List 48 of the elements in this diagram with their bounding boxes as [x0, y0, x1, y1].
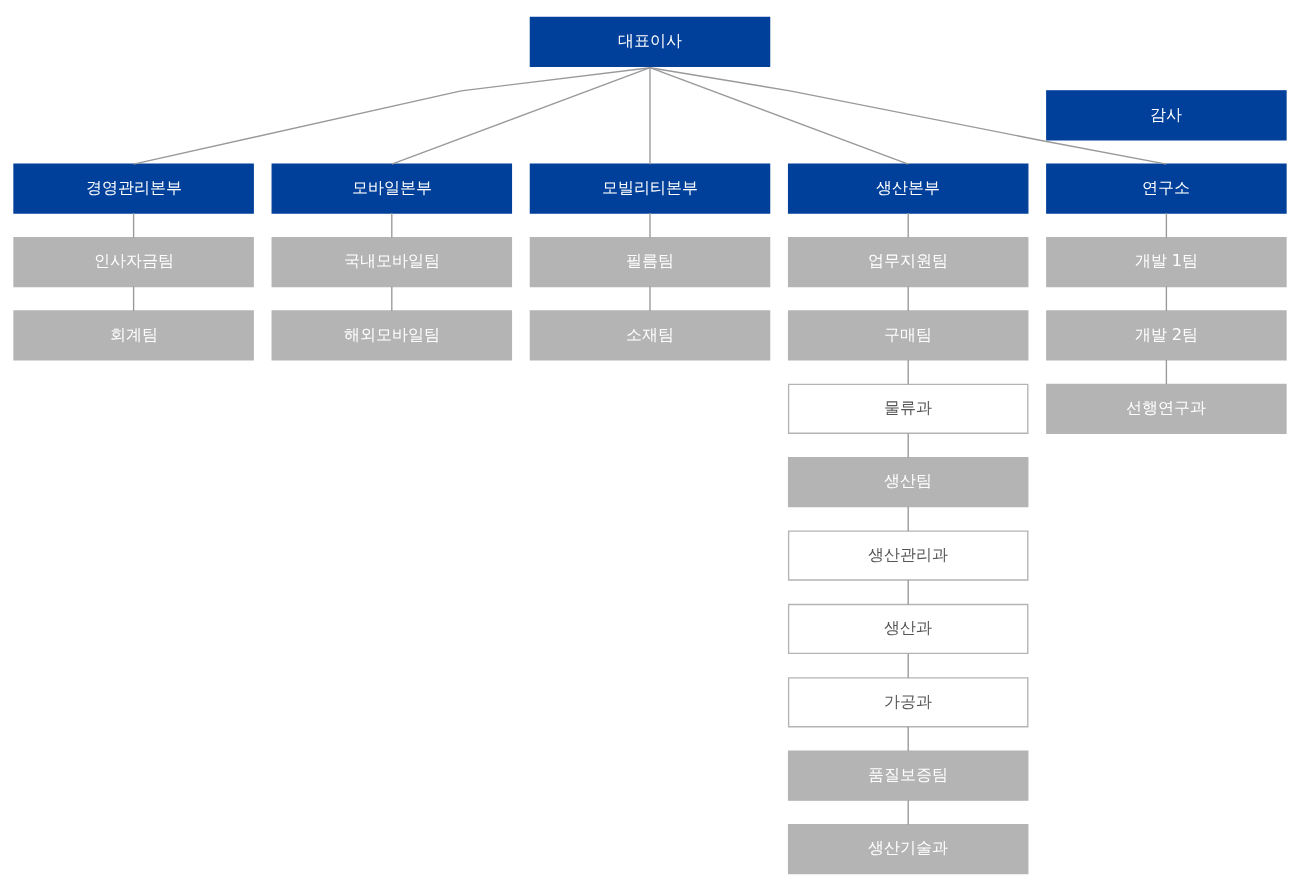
connector [132, 66, 651, 165]
node-box: 생산기술과 [787, 823, 1029, 874]
connector [649, 66, 651, 165]
node-box: 소재팀 [529, 309, 771, 361]
node-box: 대표이사 [529, 16, 771, 67]
connector [649, 66, 909, 165]
connector [907, 652, 909, 679]
node-box: 선행연구과 [1046, 383, 1287, 434]
connector [649, 211, 651, 238]
node-box: 연구소 [1046, 163, 1287, 214]
connector [907, 725, 909, 752]
node-box: 물류과 [787, 383, 1029, 434]
connector [649, 285, 651, 312]
connector [907, 358, 909, 385]
node-box: 생산관리과 [787, 529, 1029, 581]
connector [907, 799, 909, 825]
connector [132, 285, 135, 312]
node-box: 국내모바일팀 [271, 236, 513, 287]
node-box: 감사 [1046, 89, 1287, 140]
connector [649, 66, 1168, 165]
node-box: 모빌리티본부 [529, 163, 771, 214]
connector [907, 578, 909, 605]
node-box: 생산과 [787, 603, 1029, 654]
connector [1165, 211, 1168, 238]
node-box: 경영관리본부 [13, 163, 254, 214]
node-box: 모바일본부 [271, 163, 513, 214]
connector [391, 211, 393, 238]
connector [1165, 358, 1168, 385]
node-box: 업무지원팀 [787, 236, 1029, 287]
connector [907, 505, 909, 532]
node-box: 해외모바일팀 [271, 309, 513, 361]
connector [907, 432, 909, 458]
connector [391, 285, 393, 312]
node-box: 생산팀 [787, 456, 1029, 507]
node-box: 개발 2팀 [1046, 309, 1287, 361]
node-box: 구매팀 [787, 309, 1029, 361]
connector [907, 285, 909, 312]
connector [1165, 285, 1168, 312]
node-box: 인사자금팀 [13, 236, 254, 287]
connector [907, 211, 909, 238]
connector [391, 66, 651, 165]
connector [132, 211, 135, 238]
node-box: 회계팀 [13, 309, 254, 361]
node-box: 품질보증팀 [787, 750, 1029, 801]
node-box: 필름팀 [529, 236, 771, 287]
node-box: 가공과 [787, 676, 1029, 727]
node-box: 생산본부 [787, 163, 1029, 214]
node-box: 개발 1팀 [1046, 236, 1287, 287]
